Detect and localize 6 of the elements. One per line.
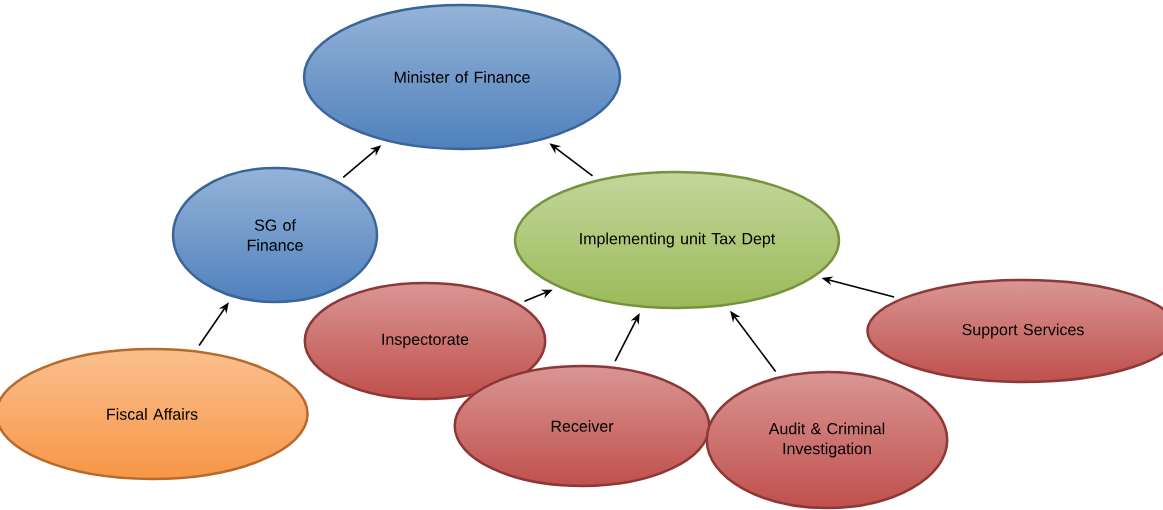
ellipse-node: Implementing unit Tax Dept <box>513 170 841 310</box>
ellipse-node: Receiver <box>453 364 711 488</box>
ellipse-node: Audit & Criminal Investigation <box>705 370 949 510</box>
ellipse-node: Minister of Finance <box>302 3 622 151</box>
ellipse-node: SG of Finance <box>171 166 379 304</box>
ellipse-node: Inspectorate <box>303 281 547 401</box>
